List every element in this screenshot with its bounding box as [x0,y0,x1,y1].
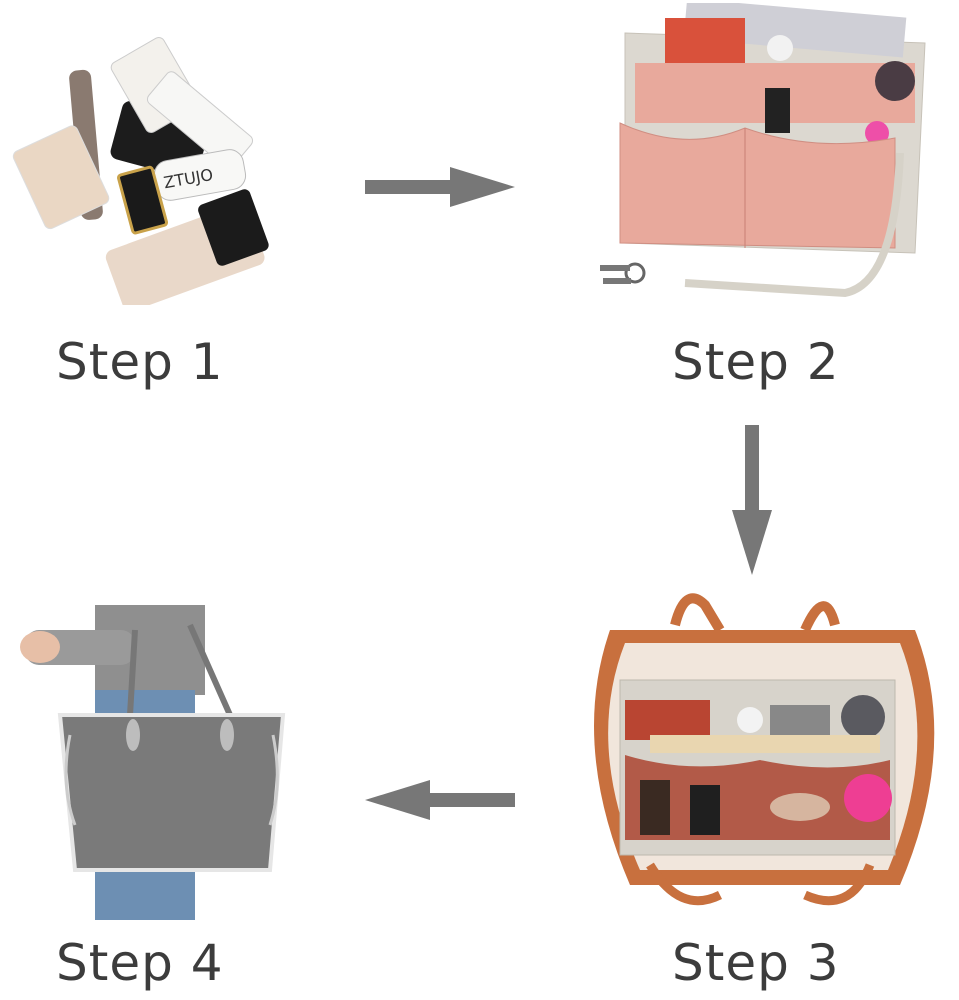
strap [684,152,904,298]
jar [737,707,763,733]
wallet [625,700,710,740]
arrow-right-icon [365,167,515,207]
bag-straps [127,623,233,717]
step-1-image: ZTUJO [5,25,285,305]
lipstick [117,165,169,235]
arrow-left-icon [365,780,515,820]
foundation-bottle [12,125,110,230]
jar [767,35,793,61]
compact [770,793,830,821]
notebook [650,735,880,753]
front-pocket [619,122,896,249]
handle-left [670,593,725,633]
strap-tab-right [220,719,234,751]
step-3-label: Step 3 [672,934,840,992]
step-1-label: Step 1 [56,333,224,391]
power-bank [770,705,830,735]
step-4-image [15,605,290,920]
side-cords [64,734,279,826]
tube [146,71,254,169]
sponge [844,774,892,822]
step-2-image [595,3,935,303]
grey-tote [57,713,286,872]
bottle [690,785,720,835]
key-icon [600,265,630,271]
bottle [765,88,790,133]
bottle-cap [198,189,269,266]
key-ring-icon [624,262,646,284]
handle-right [800,601,840,633]
arrow-down-icon [732,425,772,575]
sponge [865,121,889,145]
perfume-bottle [640,780,670,835]
cosmetic-jar [875,61,915,101]
step-3-image [570,585,955,925]
wallet [665,18,745,63]
key-icon-2 [603,278,631,284]
step-4-label: Step 4 [56,934,224,992]
step-2-label: Step 2 [672,333,840,391]
hand [20,631,60,663]
cosmetic-jar [841,695,885,739]
handles-bottom [646,862,875,906]
strap-tab-left [126,719,140,751]
